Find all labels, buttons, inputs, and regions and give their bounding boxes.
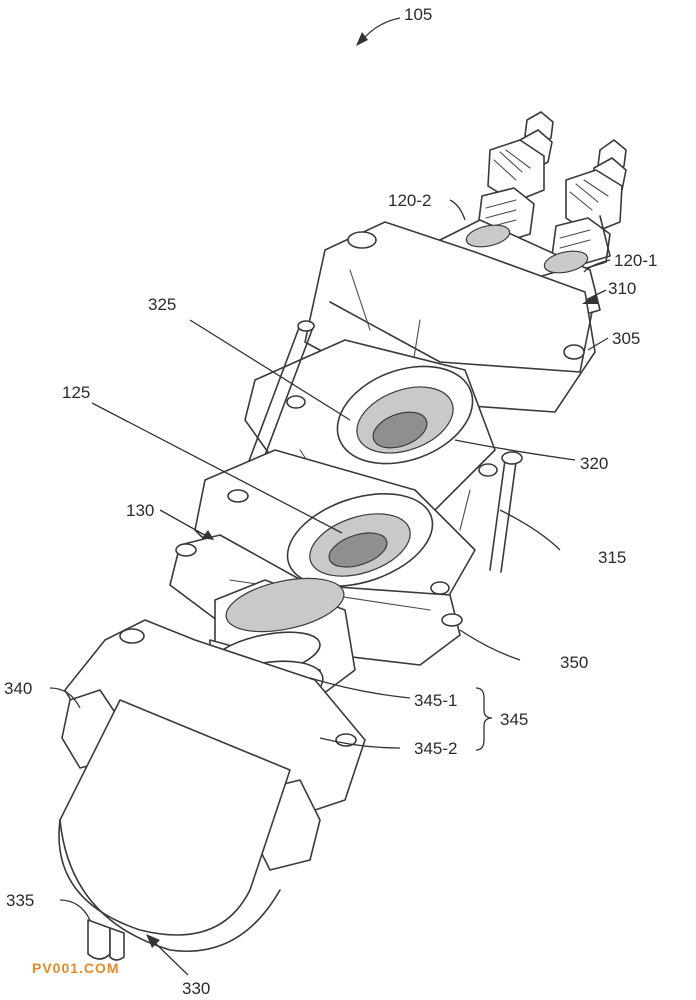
- watermark: PV001.COM: [32, 960, 120, 976]
- label-345-2: 345-2: [414, 739, 457, 758]
- label-325: 325: [148, 295, 176, 314]
- label-330: 330: [182, 979, 210, 998]
- label-335: 335: [6, 891, 34, 910]
- labels: 105 120-2 120-1 310 325 305 125 320 130 …: [4, 5, 657, 998]
- label-120-2: 120-2: [388, 191, 431, 210]
- label-120-1: 120-1: [614, 251, 657, 270]
- label-345-1: 345-1: [414, 691, 457, 710]
- label-320: 320: [580, 454, 608, 473]
- label-350: 350: [560, 653, 588, 672]
- label-315: 315: [598, 548, 626, 567]
- label-310: 310: [608, 279, 636, 298]
- label-305: 305: [612, 329, 640, 348]
- cylinder-330: [58, 699, 291, 961]
- label-125: 125: [62, 383, 90, 402]
- label-345: 345: [500, 710, 528, 729]
- leaders: [49, 17, 611, 976]
- label-340: 340: [4, 679, 32, 698]
- label-105: 105: [404, 5, 432, 24]
- label-130: 130: [126, 501, 154, 520]
